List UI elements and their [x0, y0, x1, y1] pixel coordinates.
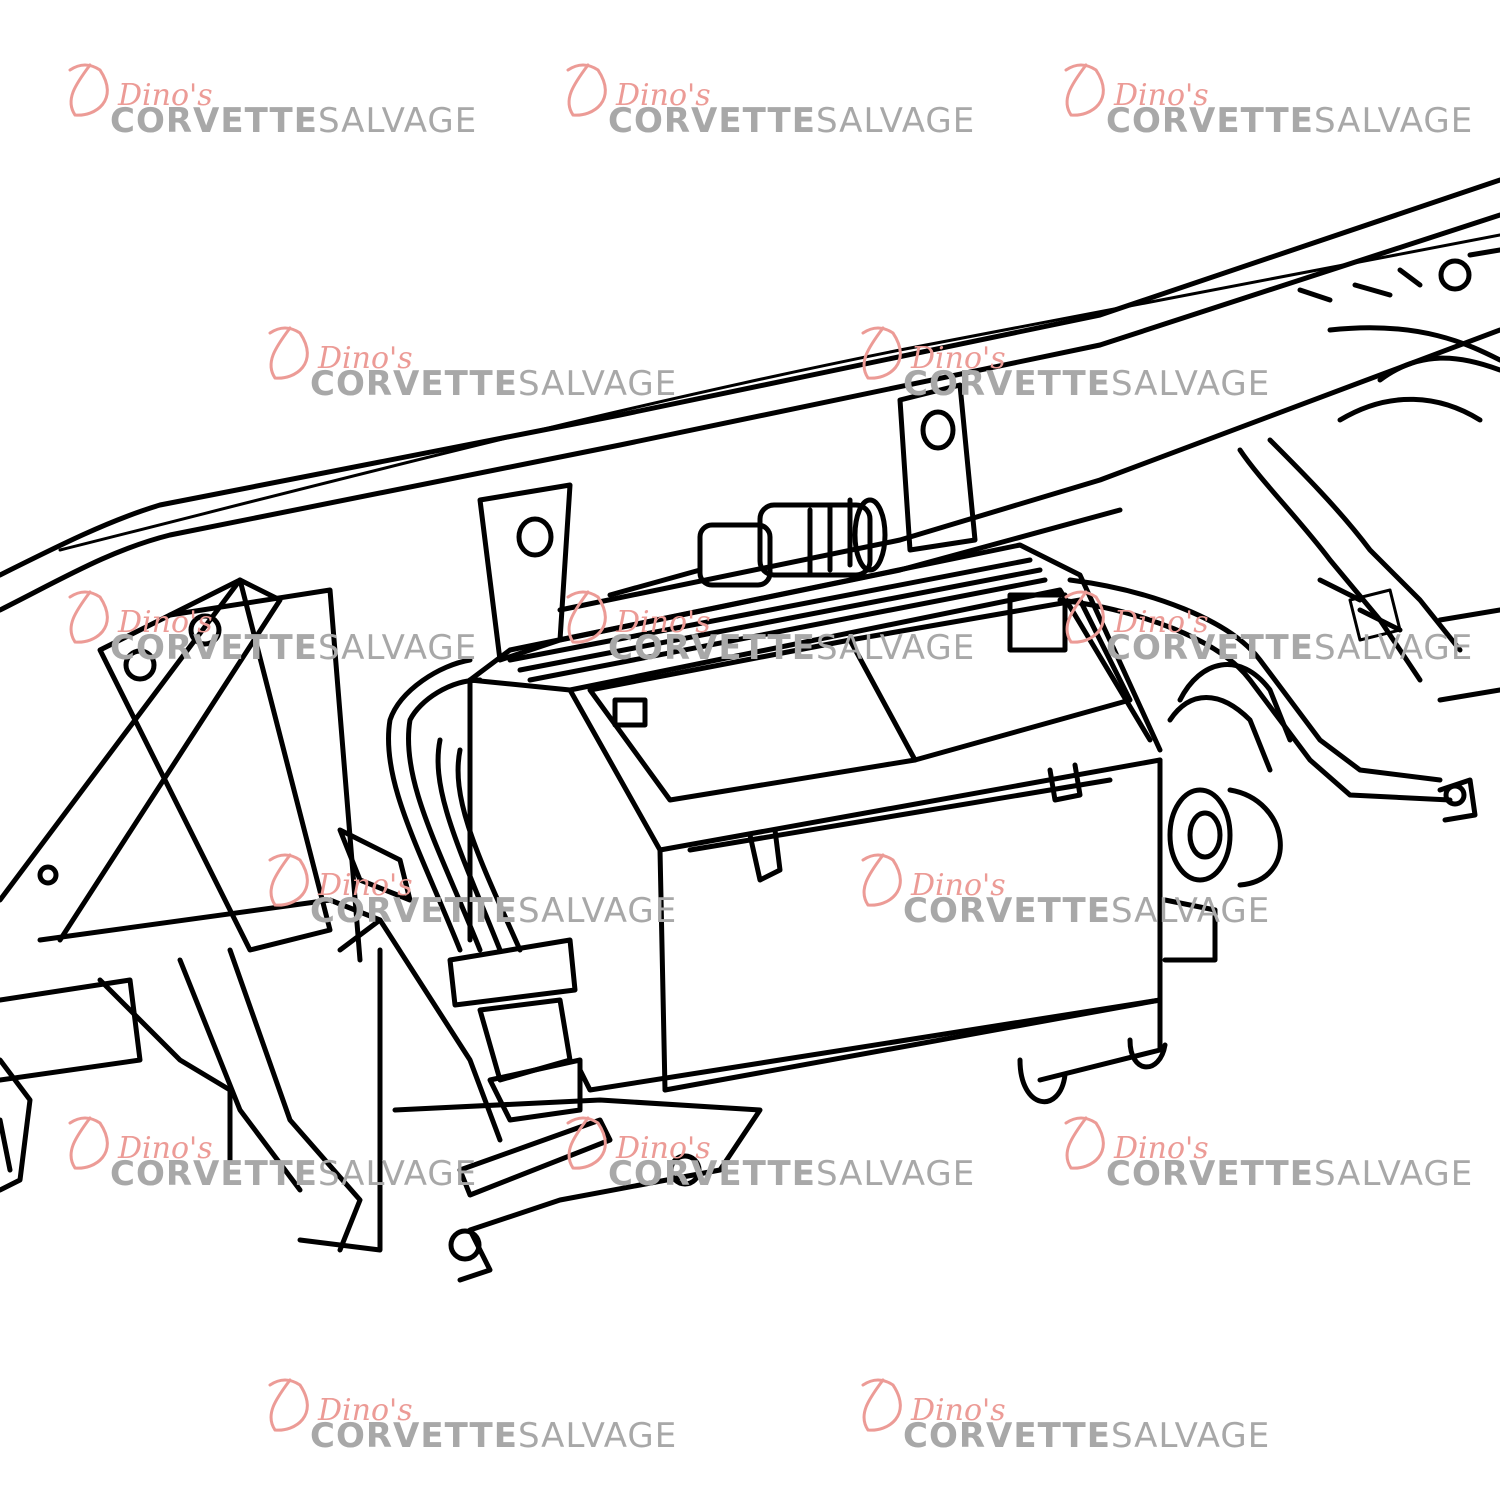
watermark-brand: CORVETTESALVAGE: [903, 1416, 1270, 1456]
watermark: Dino's CORVETTESALVAGE: [558, 1108, 978, 1208]
watermark-brand-bold: CORVETTE: [608, 1154, 816, 1194]
watermark-brand-bold: CORVETTE: [903, 1416, 1111, 1456]
svg-text:Dino's: Dino's: [1113, 78, 1209, 113]
watermark-brand: CORVETTESALVAGE: [1106, 101, 1473, 141]
watermark-brand-bold: CORVETTE: [903, 364, 1111, 404]
svg-text:Dino's: Dino's: [117, 605, 213, 640]
svg-text:Dino's: Dino's: [615, 78, 711, 113]
watermark-brand: CORVETTESALVAGE: [1106, 1154, 1473, 1194]
watermark-script: Dino's: [268, 853, 413, 907]
watermark-brand-bold: CORVETTE: [1106, 101, 1314, 141]
watermark-brand-bold: CORVETTE: [310, 1416, 518, 1456]
watermark-brand-light: SALVAGE: [1313, 101, 1474, 141]
svg-text:Dino's: Dino's: [1113, 605, 1209, 640]
watermark-brand-bold: CORVETTE: [608, 628, 816, 668]
watermark: Dino's CORVETTESALVAGE: [260, 845, 680, 945]
watermark-brand-light: SALVAGE: [1110, 364, 1271, 404]
watermark-brand: CORVETTESALVAGE: [608, 101, 975, 141]
vacuum-actuator: [607, 497, 888, 598]
watermark: Dino's CORVETTESALVAGE: [1056, 1108, 1476, 1208]
watermark-brand-light: SALVAGE: [1110, 891, 1271, 931]
svg-text:Dino's: Dino's: [317, 868, 413, 903]
watermark-brand-bold: CORVETTE: [110, 101, 318, 141]
watermark-brand-light: SALVAGE: [317, 628, 478, 668]
svg-text:Dino's: Dino's: [910, 868, 1006, 903]
watermark: Dino's CORVETTESALVAGE: [558, 55, 978, 155]
svg-text:Dino's: Dino's: [117, 78, 213, 113]
watermark-brand-bold: CORVETTE: [310, 891, 518, 931]
watermark-brand-light: SALVAGE: [517, 891, 678, 931]
watermark-script: Dino's: [268, 1378, 413, 1432]
watermark-script: Dino's: [566, 1116, 711, 1170]
svg-text:Dino's: Dino's: [317, 341, 413, 376]
watermark-script: Dino's: [68, 63, 213, 117]
watermark-brand-bold: CORVETTE: [110, 1154, 318, 1194]
watermark-brand-bold: CORVETTE: [1106, 628, 1314, 668]
watermark-brand-light: SALVAGE: [815, 628, 976, 668]
watermark-brand: CORVETTESALVAGE: [110, 628, 477, 668]
watermark-brand-light: SALVAGE: [517, 1416, 678, 1456]
watermark-brand-light: SALVAGE: [815, 101, 976, 141]
watermark-brand-light: SALVAGE: [1313, 1154, 1474, 1194]
watermark-brand: CORVETTESALVAGE: [903, 364, 1270, 404]
watermark: Dino's CORVETTESALVAGE: [60, 1108, 480, 1208]
watermark: Dino's CORVETTESALVAGE: [558, 582, 978, 682]
watermark: Dino's CORVETTESALVAGE: [853, 845, 1273, 945]
watermark-brand: CORVETTESALVAGE: [1106, 628, 1473, 668]
dash-top-rail: [0, 177, 1500, 643]
watermark: Dino's CORVETTESALVAGE: [60, 582, 480, 682]
svg-text:Dino's: Dino's: [317, 1393, 413, 1428]
watermark-script: Dino's: [861, 326, 1006, 380]
watermark: Dino's CORVETTESALVAGE: [260, 318, 680, 418]
watermark-script: Dino's: [268, 326, 413, 380]
watermark-brand-light: SALVAGE: [1110, 1416, 1271, 1456]
watermark-script: Dino's: [1064, 1116, 1209, 1170]
watermark: Dino's CORVETTESALVAGE: [1056, 582, 1476, 682]
watermark-script: Dino's: [1064, 63, 1209, 117]
watermark-brand-light: SALVAGE: [317, 101, 478, 141]
watermark-script: Dino's: [566, 63, 711, 117]
watermark-brand-bold: CORVETTE: [310, 364, 518, 404]
watermark: Dino's CORVETTESALVAGE: [1056, 55, 1476, 155]
watermark-brand: CORVETTESALVAGE: [608, 628, 975, 668]
watermark-brand: CORVETTESALVAGE: [110, 101, 477, 141]
watermark: Dino's CORVETTESALVAGE: [853, 318, 1273, 418]
left-accessories: [0, 827, 413, 1173]
watermark: Dino's CORVETTESALVAGE: [260, 1370, 680, 1470]
vacuum-hoses: [385, 577, 1478, 1123]
watermark-script: Dino's: [68, 590, 213, 644]
control-box: [467, 542, 1218, 1105]
svg-text:Dino's: Dino's: [910, 341, 1006, 376]
watermark-brand-light: SALVAGE: [815, 1154, 976, 1194]
watermark-script: Dino's: [566, 590, 711, 644]
watermark: Dino's CORVETTESALVAGE: [853, 1370, 1273, 1470]
watermark-script: Dino's: [68, 1116, 213, 1170]
watermark-brand: CORVETTESALVAGE: [310, 364, 677, 404]
watermark-brand: CORVETTESALVAGE: [110, 1154, 477, 1194]
watermark-brand: CORVETTESALVAGE: [310, 891, 677, 931]
watermark-script: Dino's: [861, 1378, 1006, 1432]
svg-text:Dino's: Dino's: [615, 1131, 711, 1166]
watermark-brand: CORVETTESALVAGE: [608, 1154, 975, 1194]
watermark-brand: CORVETTESALVAGE: [903, 891, 1270, 931]
right-cluster: [1237, 247, 1500, 703]
watermark-script: Dino's: [861, 853, 1006, 907]
watermark-brand-bold: CORVETTE: [903, 891, 1111, 931]
watermark-brand-light: SALVAGE: [317, 1154, 478, 1194]
watermark-script: Dino's: [1064, 590, 1209, 644]
watermark-brand-bold: CORVETTE: [608, 101, 816, 141]
watermark-brand: CORVETTESALVAGE: [310, 1416, 677, 1456]
watermark-brand-light: SALVAGE: [517, 364, 678, 404]
svg-text:Dino's: Dino's: [615, 605, 711, 640]
watermark-brand-bold: CORVETTE: [1106, 1154, 1314, 1194]
watermark-brand-bold: CORVETTE: [110, 628, 318, 668]
svg-text:Dino's: Dino's: [1113, 1131, 1209, 1166]
watermark-brand-light: SALVAGE: [1313, 628, 1474, 668]
svg-text:Dino's: Dino's: [117, 1131, 213, 1166]
lower-plate: [392, 1097, 763, 1283]
svg-text:Dino's: Dino's: [910, 1393, 1006, 1428]
watermark: Dino's CORVETTESALVAGE: [60, 55, 480, 155]
